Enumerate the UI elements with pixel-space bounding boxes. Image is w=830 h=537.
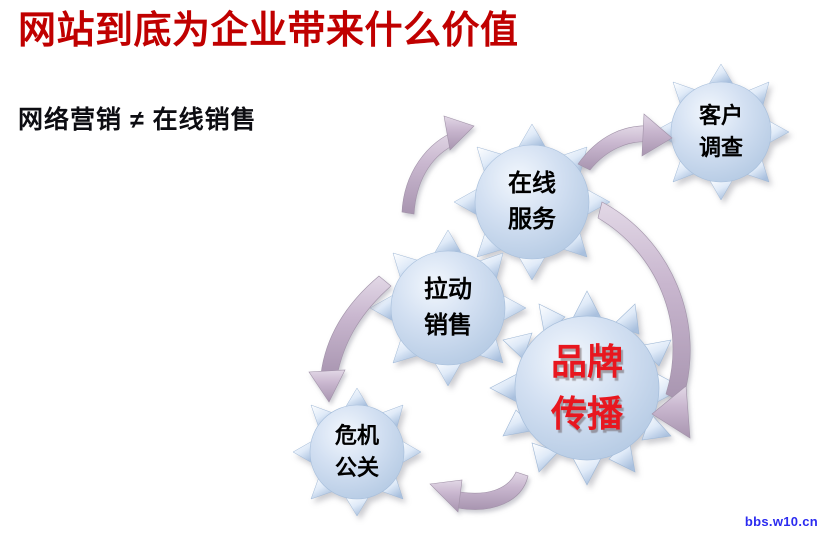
page-title: 网站到底为企业带来什么价值 bbox=[18, 10, 519, 52]
slide-subtitle: 网络营销 ≠ 在线销售 bbox=[18, 106, 257, 134]
gear-customer-survey[interactable]: 客户 调查 bbox=[651, 62, 791, 202]
gear-brand-communication[interactable]: 品牌 传播 bbox=[487, 288, 687, 488]
gear-crisis-pr[interactable]: 危机 公关 bbox=[291, 386, 423, 518]
site-watermark: bbs.w10.cn bbox=[744, 514, 818, 529]
